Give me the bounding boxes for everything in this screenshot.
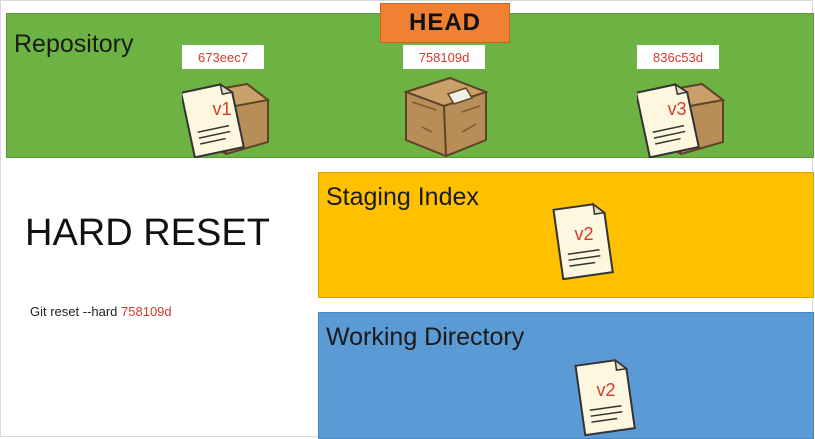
commit-hash-label: 836c53d xyxy=(637,45,719,69)
working-directory-title: Working Directory xyxy=(326,323,525,351)
head-badge: HEAD xyxy=(380,3,510,43)
commit-version-label: v1 xyxy=(212,99,231,119)
document-version-label: v2 xyxy=(574,224,593,244)
commit-package-icon: v1 xyxy=(182,82,271,158)
git-command-hash: 758109d xyxy=(121,304,172,319)
staging-index-title: Staging Index xyxy=(326,183,479,211)
commit-hash-label: 758109d xyxy=(403,45,485,69)
working-directory-panel: Working Directory xyxy=(318,312,814,439)
commit-package-icon xyxy=(402,76,489,158)
document-icon: v2 xyxy=(552,202,614,281)
document-icon: v2 xyxy=(574,358,636,437)
git-command-text: Git reset --hard xyxy=(30,304,122,319)
commit-package-icon: v3 xyxy=(637,82,726,158)
commit-hash-label: 673eec7 xyxy=(182,45,264,69)
git-command: Git reset --hard 758109d xyxy=(30,304,172,319)
slide-heading: HARD RESET xyxy=(25,212,270,254)
repository-title: Repository xyxy=(14,30,134,58)
commit-version-label: v3 xyxy=(667,99,686,119)
document-version-label: v2 xyxy=(596,380,615,400)
